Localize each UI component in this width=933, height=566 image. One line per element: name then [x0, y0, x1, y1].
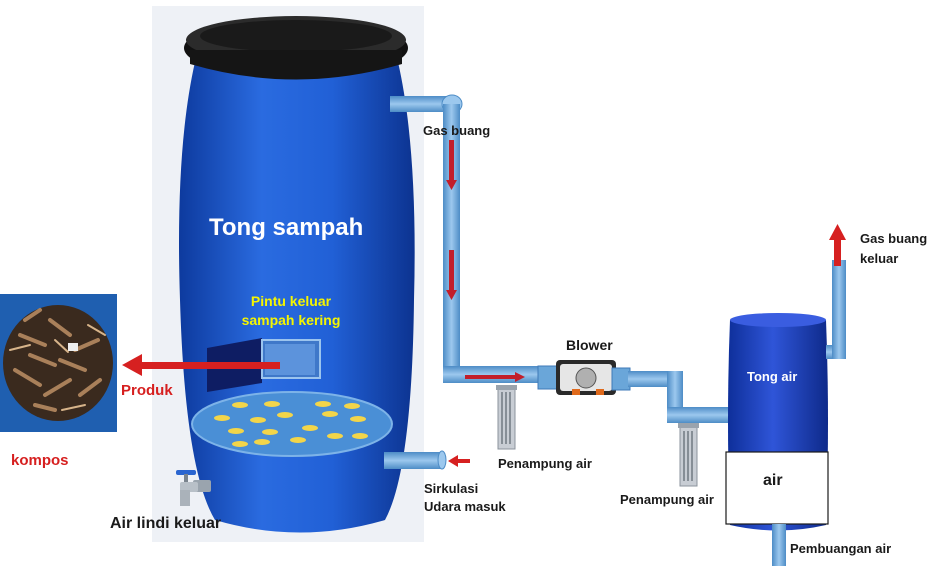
- compost-label: kompos: [11, 452, 69, 469]
- door-label: Pintu keluar sampah kering: [233, 292, 349, 330]
- compost-photo: [0, 294, 117, 432]
- door-label-line2: sampah kering: [241, 312, 341, 328]
- water-filter-icon: [496, 385, 517, 450]
- compost-bed: [191, 391, 393, 457]
- blower-fan-icon: [537, 360, 631, 395]
- water-label: air: [763, 472, 783, 489]
- drain-pipe: [772, 524, 786, 566]
- water-trap-label-2: Penampung air: [620, 492, 714, 507]
- water-filter-icon: [678, 423, 699, 487]
- drain-label: Pembuangan air: [790, 541, 892, 556]
- air-inlet-label-line2: Udara masuk: [424, 499, 506, 514]
- air-inlet-pipe: [384, 450, 470, 470]
- water-trap-label-1: Penampung air: [498, 456, 592, 471]
- water-tank-label: Tong air: [747, 369, 798, 384]
- gas-exhaust-pipe: [390, 94, 543, 383]
- gas-outlet-label-line2: keluar: [860, 251, 899, 266]
- gas-outlet-label: Gas buang keluar: [860, 229, 927, 269]
- water-tap-icon: [176, 470, 211, 506]
- gas-outlet-label-line1: Gas buang: [860, 231, 928, 246]
- air-inlet-label-line1: Sirkulasi: [424, 481, 479, 496]
- air-inlet-label: Sirkulasi Udara masuk: [424, 480, 506, 516]
- product-label: Produk: [121, 382, 173, 399]
- product-arrow: [122, 354, 280, 376]
- gas-exhaust-label: Gas buang: [423, 123, 491, 138]
- water-tank: [725, 313, 829, 531]
- main-barrel: [152, 6, 424, 542]
- gas-outlet-pipe: [826, 224, 846, 359]
- leachate-label: Air lindi keluar: [110, 515, 222, 532]
- door-label-line1: Pintu keluar: [250, 293, 332, 309]
- blower-label: Blower: [566, 337, 613, 353]
- main-barrel-title: Tong sampah: [209, 214, 364, 241]
